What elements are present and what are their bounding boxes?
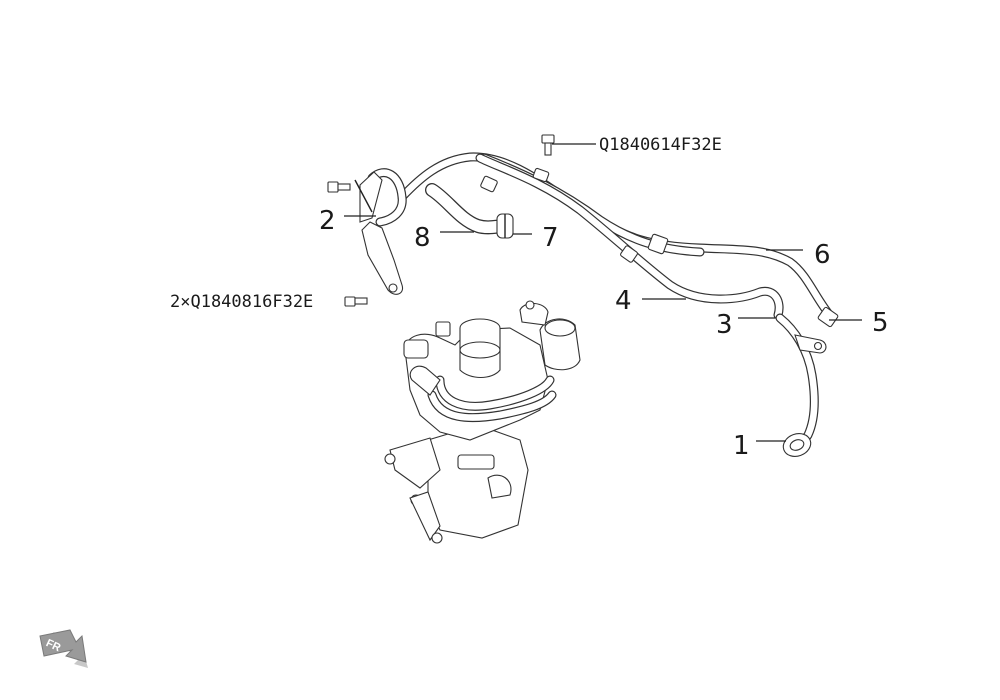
pipe-clamp (647, 233, 669, 255)
callout-2: 2 (319, 206, 336, 236)
turbocharger-assembly (384, 300, 581, 544)
callout-5: 5 (872, 308, 889, 338)
bolt-icon (344, 296, 368, 307)
hose-clamp-7 (496, 213, 514, 239)
part-number-left-bolts: 2×Q1840816F32E (170, 292, 313, 312)
front-direction-arrow-icon: FR (39, 629, 88, 668)
hose-8 (425, 183, 512, 235)
callout-7: 7 (542, 223, 559, 253)
pipe-clamp (480, 175, 498, 193)
leader-lines (344, 143, 862, 442)
turbo-mounting-flange (427, 424, 529, 539)
callout-1: 1 (733, 431, 750, 461)
bracket-assembly-2 (354, 168, 407, 295)
mounting-bracket (361, 221, 404, 295)
banjo-bolt (403, 339, 429, 359)
fr-label: FR (44, 637, 62, 654)
pipe-clamp (620, 245, 638, 263)
callout-6: 6 (814, 240, 831, 270)
callout-3: 3 (716, 310, 733, 340)
bolt-icon (541, 134, 555, 156)
pipe-end-fitting (817, 306, 839, 328)
bolt-icon (327, 181, 351, 193)
pipe-assembly-1 (775, 313, 827, 457)
pipe-clamp (532, 167, 550, 183)
callout-4: 4 (615, 286, 632, 316)
part-number-top-bolt: Q1840614F32E (599, 135, 722, 155)
callout-8: 8 (414, 223, 431, 253)
pipe-assembly-4 (475, 153, 784, 320)
